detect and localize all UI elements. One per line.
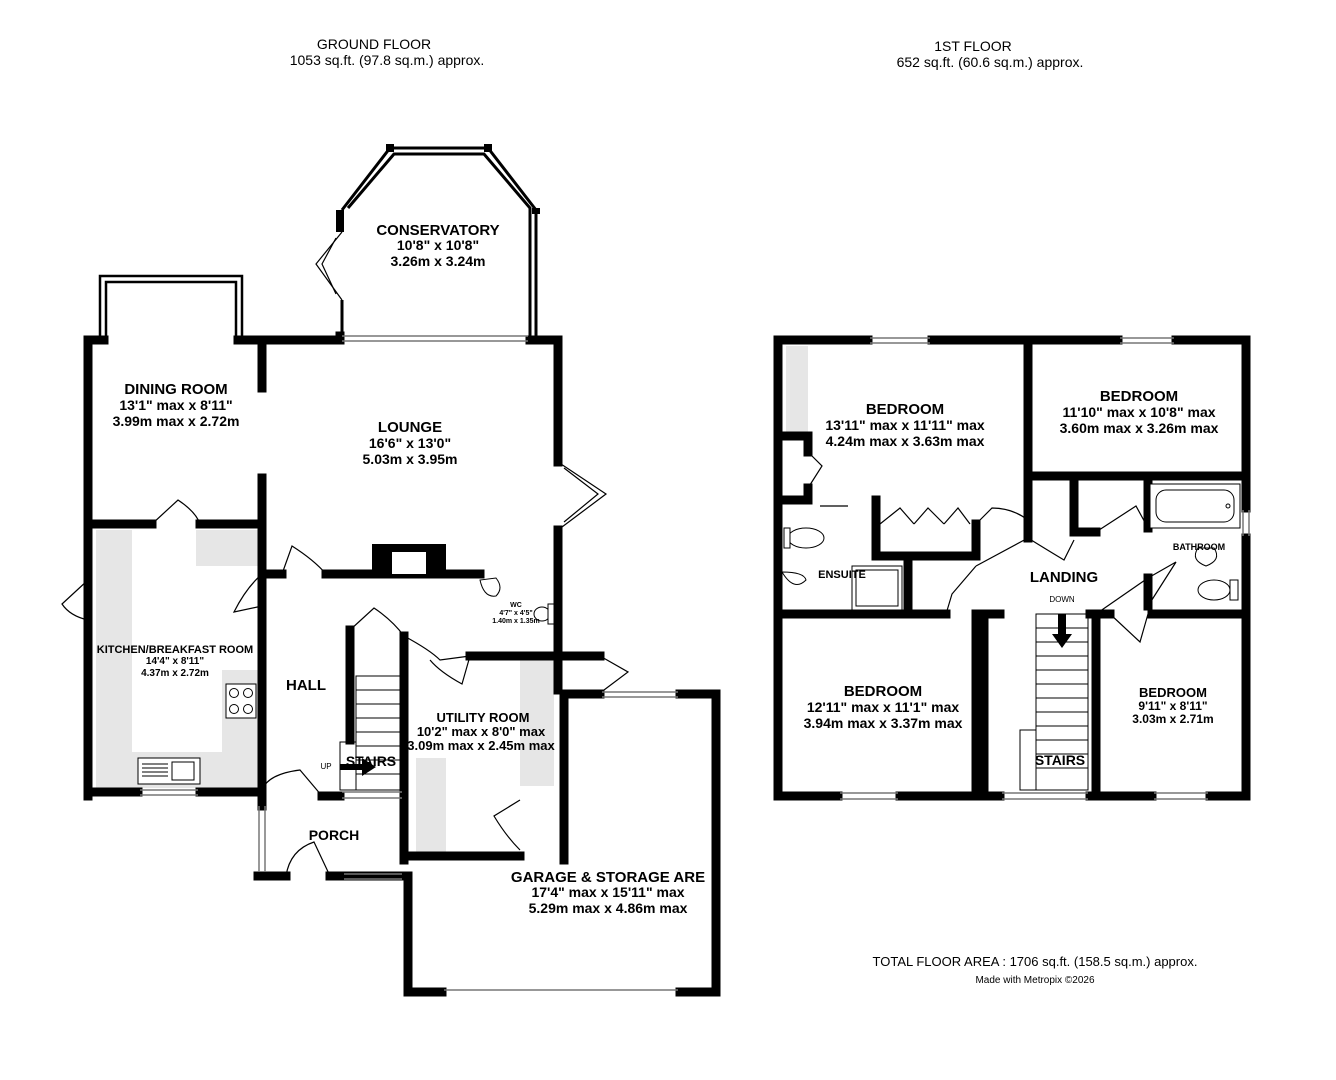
bath-icon <box>1149 483 1241 529</box>
sanitary-fixtures <box>781 527 1239 611</box>
bedroom-wardrobe-shade <box>786 346 808 434</box>
landing-down: DOWN <box>1049 595 1075 604</box>
ground-stairs <box>339 675 403 791</box>
first-floor-plan <box>773 335 1251 801</box>
bedroom2-metric: 3.60m max x 3.26m max <box>1059 420 1219 436</box>
utility-imperial: 10'2" max x 8'0" max <box>416 724 546 739</box>
bedroom4-name: BEDROOM <box>1139 685 1207 700</box>
ground-floor-walls <box>83 331 721 997</box>
kitchen-metric: 4.37m x 2.72m <box>141 668 209 679</box>
hob-icon <box>225 683 257 719</box>
ground-doors <box>61 231 630 877</box>
metropix-credit: Made with Metropix ©2026 <box>975 975 1095 986</box>
fireplace <box>372 544 446 574</box>
ground-floor-title: GROUND FLOOR <box>316 36 432 52</box>
wc-metric: 1.40m x 1.35m <box>492 618 540 625</box>
lounge-metric: 5.03m x 3.95m <box>362 451 458 467</box>
first-doors <box>807 451 1177 644</box>
bedroom3-metric: 3.94m max x 3.37m max <box>803 715 963 731</box>
bedroom1-name: BEDROOM <box>865 401 945 418</box>
dining-name: DINING ROOM <box>124 381 228 398</box>
wc-fixtures <box>479 577 555 625</box>
hall-name: HALL <box>286 677 326 694</box>
lounge-name: LOUNGE <box>377 419 443 436</box>
first-floor-title: 1ST FLOOR <box>934 38 1012 54</box>
bedroom1-imperial: 13'11" max x 11'11" max <box>825 417 985 433</box>
ensuite-name: ENSUITE <box>818 569 866 581</box>
wc-imperial: 4'7" x 4'5" <box>499 610 533 617</box>
first-floor-area: 652 sq.ft. (60.6 sq.m.) approx. <box>896 54 1084 70</box>
bedroom4-imperial: 9'11" x 8'11" <box>1138 699 1208 713</box>
bathroom-name: BATHROOM <box>1172 542 1226 552</box>
ground-stairs-label: STAIRS <box>345 753 397 769</box>
garage-metric: 5.29m max x 4.86m max <box>528 900 688 916</box>
ground-stairs-up: UP <box>320 762 332 771</box>
dining-imperial: 13'1" max x 8'11" <box>119 397 233 413</box>
total-floor-area: TOTAL FLOOR AREA : 1706 sq.ft. (158.5 sq… <box>872 954 1198 969</box>
first-stairs-label: STAIRS <box>1034 752 1086 768</box>
kitchen-name: KITCHEN/BREAKFAST ROOM <box>96 644 254 656</box>
first-floor-walls <box>773 335 1251 801</box>
ground-windows <box>140 335 678 991</box>
bedroom2-name: BEDROOM <box>1099 388 1179 405</box>
bedroom3-imperial: 12'11" max x 11'1" max <box>806 699 960 715</box>
bedroom2-imperial: 11'10" max x 10'8" max <box>1062 404 1216 420</box>
first-windows <box>840 337 1250 800</box>
bedroom1-metric: 4.24m max x 3.63m max <box>825 433 985 449</box>
kitchen-imperial: 14'4" x 8'11" <box>145 656 205 667</box>
kitchen-sink-icon <box>137 757 201 785</box>
bedroom3-name: BEDROOM <box>843 683 923 700</box>
conservatory-metric: 3.26m x 3.24m <box>390 253 486 269</box>
stairs-arrow-icon <box>340 758 376 776</box>
landing-name: LANDING <box>1029 569 1099 586</box>
dining-bay-window <box>98 274 244 338</box>
garage-name: GARAGE & STORAGE ARE <box>510 869 706 886</box>
conservatory-imperial: 10'8" x 10'8" <box>396 237 480 253</box>
dining-metric: 3.99m max x 2.72m <box>112 413 240 429</box>
stairs-down-arrow-icon <box>1052 614 1072 648</box>
garage-imperial: 17'4" max x 15'11" max <box>531 884 685 900</box>
conservatory-name: CONSERVATORY <box>376 222 500 239</box>
ground-floor-plan <box>61 144 721 997</box>
wc-name: WC <box>510 602 522 609</box>
bedroom4-metric: 3.03m x 2.71m <box>1132 712 1214 726</box>
utility-name: UTILITY ROOM <box>436 710 530 725</box>
porch-name: PORCH <box>308 827 360 843</box>
lounge-imperial: 16'6" x 13'0" <box>368 435 452 451</box>
utility-metric: 3.09m max x 2.45m max <box>407 738 555 753</box>
ground-floor-area: 1053 sq.ft. (97.8 sq.m.) approx. <box>289 52 485 68</box>
